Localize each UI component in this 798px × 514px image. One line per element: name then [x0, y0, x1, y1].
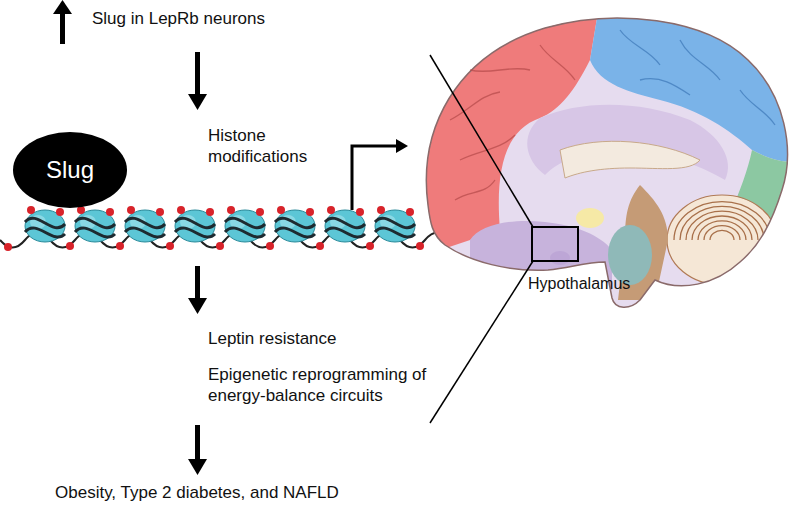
chromatin-fiber	[0, 206, 450, 251]
zoom-line	[430, 261, 533, 423]
label-text: Slug in LepRb neurons	[92, 8, 265, 29]
hypothalamus-box	[532, 227, 578, 261]
brain-illustration	[410, 0, 798, 320]
label-text: Hypothalamus	[528, 274, 630, 294]
label-text: Leptin resistance	[208, 328, 337, 349]
label-text: Epigenetic reprogramming of energy-balan…	[208, 364, 448, 407]
label-text: Histone modifications	[208, 125, 318, 168]
label-text: Obesity, Type 2 diabetes, and NAFLD	[55, 482, 339, 503]
slug-ellipse: Slug	[13, 132, 127, 208]
zoom-line	[430, 55, 533, 227]
transcription-arrow	[352, 146, 398, 210]
node-text: Slug	[46, 156, 94, 184]
arrowhead	[396, 139, 408, 153]
